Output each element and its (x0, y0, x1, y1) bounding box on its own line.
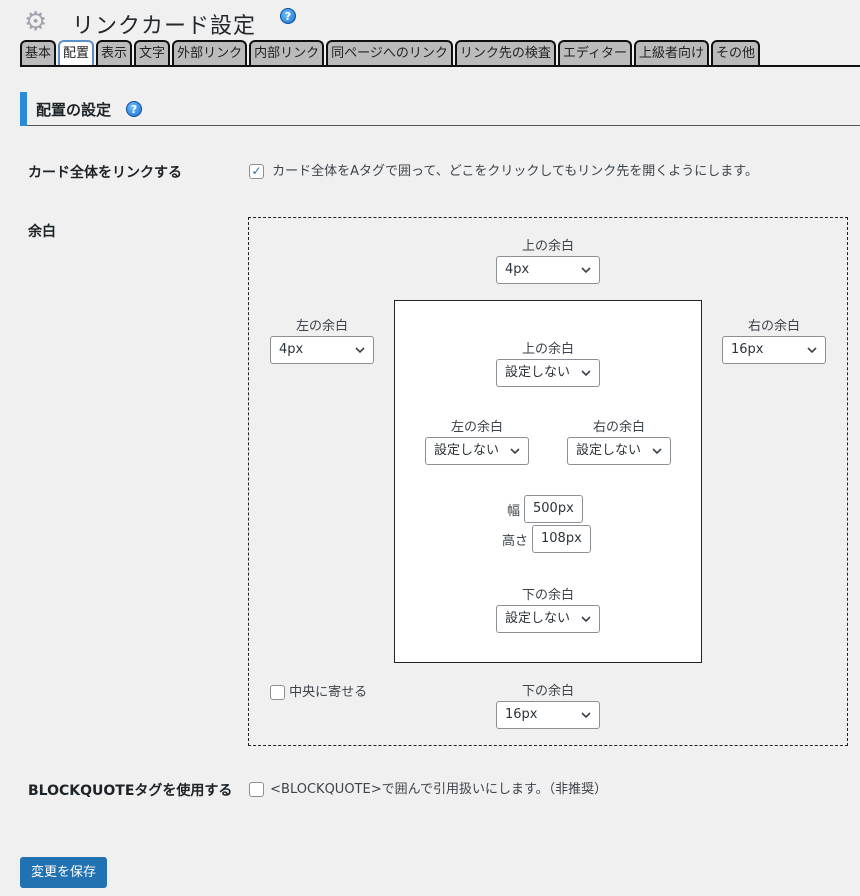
margin-inner-left-control: 左の余白設定しない (425, 416, 529, 465)
link-whole-label: カード全体をリンクする (28, 165, 182, 181)
margin-outer-box (248, 217, 848, 746)
margin-inner-right-control: 右の余白設定しない (567, 416, 671, 465)
width-label: 幅 (507, 503, 521, 519)
margin-outer-left-caption: 左の余白 (295, 319, 348, 334)
center-option[interactable]: 中央に寄せる (270, 681, 367, 700)
chevron-down-icon (807, 337, 817, 373)
margin-outer-right-select[interactable]: 16px (722, 336, 826, 364)
tab-7[interactable]: 同ページへのリンク (326, 40, 453, 66)
chevron-down-icon (581, 257, 591, 293)
link-whole-desc: カード全体をAタグで囲って、どこをクリックしてもリンク先を開くようにします。 (272, 164, 759, 179)
link-whole-option[interactable]: ✓ カード全体をAタグで囲って、どこをクリックしてもリンク先を開くようにします。 (249, 160, 758, 179)
question-icon[interactable]: ? (126, 101, 142, 117)
margin-outer-bottom-select[interactable]: 16px (496, 701, 600, 729)
gear-icon: ⚙ (24, 7, 48, 37)
tab-11[interactable]: その他 (710, 40, 760, 66)
height-label: 高さ (502, 533, 529, 549)
margin-inner-bottom-caption: 下の余白 (521, 588, 574, 603)
height-row: 高さ 108px (502, 525, 591, 553)
blockquote-desc: <BLOCKQUOTE>で囲んで引用扱いにします。（非推奨） (270, 782, 608, 797)
margin-inner-left-select[interactable]: 設定しない (425, 437, 529, 465)
width-input[interactable]: 500px (524, 495, 583, 523)
margin-outer-bottom-control: 下の余白 16px (496, 680, 600, 729)
margin-inner-top-select[interactable]: 設定しない (496, 359, 600, 387)
margin-outer-top-select[interactable]: 4px (496, 256, 600, 284)
tab-3[interactable]: 表示 (96, 40, 133, 66)
section-heading: 配置の設定 ? (20, 92, 860, 126)
tab-8[interactable]: リンク先の検査 (454, 40, 556, 66)
tab-10[interactable]: 上級者向け (633, 40, 709, 66)
margin-outer-top-caption: 上の余白 (521, 239, 574, 254)
margin-inner-right-select[interactable]: 設定しない (567, 437, 671, 465)
select-value: 4px (505, 262, 530, 277)
margin-inner-left-caption: 左の余白 (450, 420, 503, 435)
margin-inner-top-control: 上の余白設定しない (496, 338, 600, 387)
margin-label: 余白 (28, 224, 56, 240)
tab-9[interactable]: エディター (557, 40, 632, 66)
chevron-down-icon (652, 438, 662, 474)
chevron-down-icon (355, 337, 365, 373)
select-value: 16px (731, 342, 764, 357)
blockquote-checkbox[interactable] (249, 782, 264, 797)
page-title: リンクカード設定 (72, 14, 257, 39)
blockquote-option[interactable]: <BLOCKQUOTE>で囲んで引用扱いにします。（非推奨） (249, 778, 607, 797)
tab-2[interactable]: 配置 (58, 40, 95, 67)
select-value: 4px (279, 342, 304, 357)
margin-inner-bottom-select[interactable]: 設定しない (496, 605, 600, 633)
width-row: 幅 500px (507, 495, 583, 523)
margin-inner-top-caption: 上の余白 (521, 342, 574, 357)
tab-5[interactable]: 外部リンク (172, 40, 248, 66)
margin-inner-bottom-control: 下の余白設定しない (496, 584, 600, 633)
select-value: 設定しない (505, 365, 571, 380)
section-accent-bar (20, 92, 27, 126)
tab-6[interactable]: 内部リンク (249, 40, 325, 66)
chevron-down-icon (581, 606, 591, 642)
center-label: 中央に寄せる (289, 685, 368, 700)
margin-outer-right-control: 右の余白 16px (722, 315, 826, 364)
margin-outer-left-control: 左の余白 4px (270, 315, 374, 364)
tab-divider (20, 65, 860, 67)
save-button[interactable]: 変更を保存 (20, 857, 107, 888)
question-icon[interactable]: ? (280, 8, 296, 24)
blockquote-label: BLOCKQUOTEタグを使用する (28, 783, 233, 799)
select-value: 設定しない (505, 611, 571, 626)
margin-outer-left-select[interactable]: 4px (270, 336, 374, 364)
section-title: 配置の設定 (36, 101, 112, 119)
height-input[interactable]: 108px (532, 525, 591, 553)
margin-outer-bottom-caption: 下の余白 (521, 684, 574, 699)
margin-outer-right-caption: 右の余白 (747, 319, 800, 334)
tab-4[interactable]: 文字 (134, 40, 171, 66)
chevron-down-icon (581, 702, 591, 738)
center-checkbox[interactable] (270, 685, 285, 700)
margin-inner-right-caption: 右の余白 (592, 420, 645, 435)
select-value: 設定しない (434, 443, 500, 458)
margin-outer-top-control: 上の余白 4px (496, 235, 600, 284)
tab-1[interactable]: 基本 (20, 40, 57, 66)
select-value: 設定しない (576, 443, 642, 458)
chevron-down-icon (581, 360, 591, 396)
chevron-down-icon (510, 438, 520, 474)
select-value: 16px (505, 707, 538, 722)
tab-bar: 基本配置表示文字外部リンク内部リンク同ページへのリンクリンク先の検査エディター上… (20, 40, 760, 67)
link-whole-checkbox[interactable]: ✓ (249, 164, 264, 179)
